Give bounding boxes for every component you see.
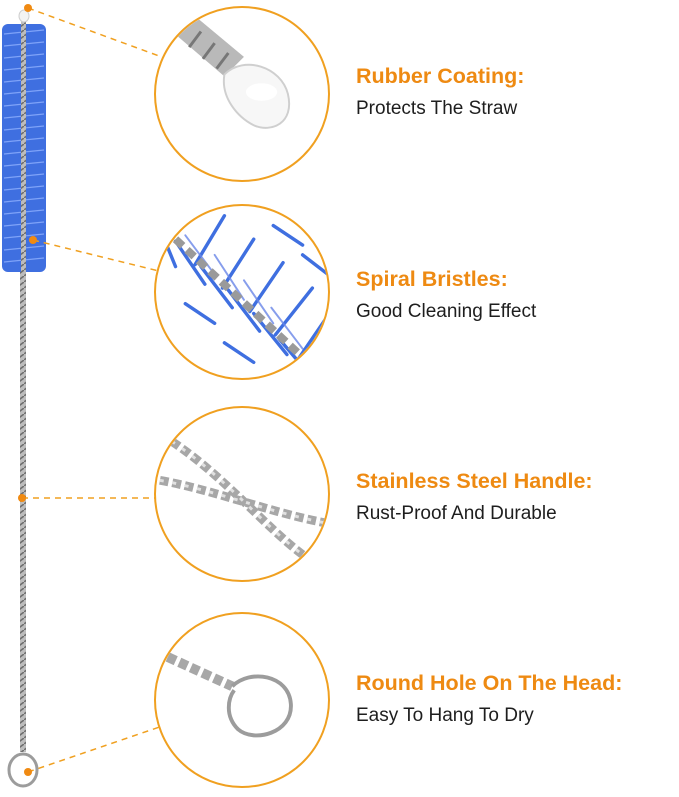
feature-spiral-bristles: Spiral Bristles: Good Cleaning Effect xyxy=(356,266,536,324)
feature-description: Good Cleaning Effect xyxy=(356,301,537,322)
feature-title: Round Hole On The Head: xyxy=(356,671,623,695)
feature-rubber-coating: Rubber Coating: Protects The Straw xyxy=(356,63,524,121)
feature-title: Spiral Bristles: xyxy=(356,267,508,291)
feature-title: Stainless Steel Handle: xyxy=(356,469,593,493)
feature-stainless-steel-handle: Stainless Steel Handle: Rust-Proof And D… xyxy=(356,468,593,526)
rubber-tip-closeup xyxy=(154,6,330,182)
feature-description: Rust-Proof And Durable xyxy=(356,503,557,524)
brush-bristles xyxy=(2,18,46,274)
brush-loop xyxy=(7,752,39,788)
bristles-closeup xyxy=(154,204,330,380)
feature-round-hole: Round Hole On The Head: Easy To Hang To … xyxy=(356,670,622,728)
feature-description: Protects The Straw xyxy=(356,98,518,119)
feature-title: Rubber Coating: xyxy=(356,64,525,88)
callout-lines xyxy=(22,7,181,773)
twisted-wire-closeup xyxy=(154,406,330,582)
callout-dots xyxy=(18,4,37,776)
feature-description: Easy To Hang To Dry xyxy=(356,705,534,726)
loop-closeup xyxy=(154,612,330,788)
brush-handle xyxy=(20,272,26,752)
